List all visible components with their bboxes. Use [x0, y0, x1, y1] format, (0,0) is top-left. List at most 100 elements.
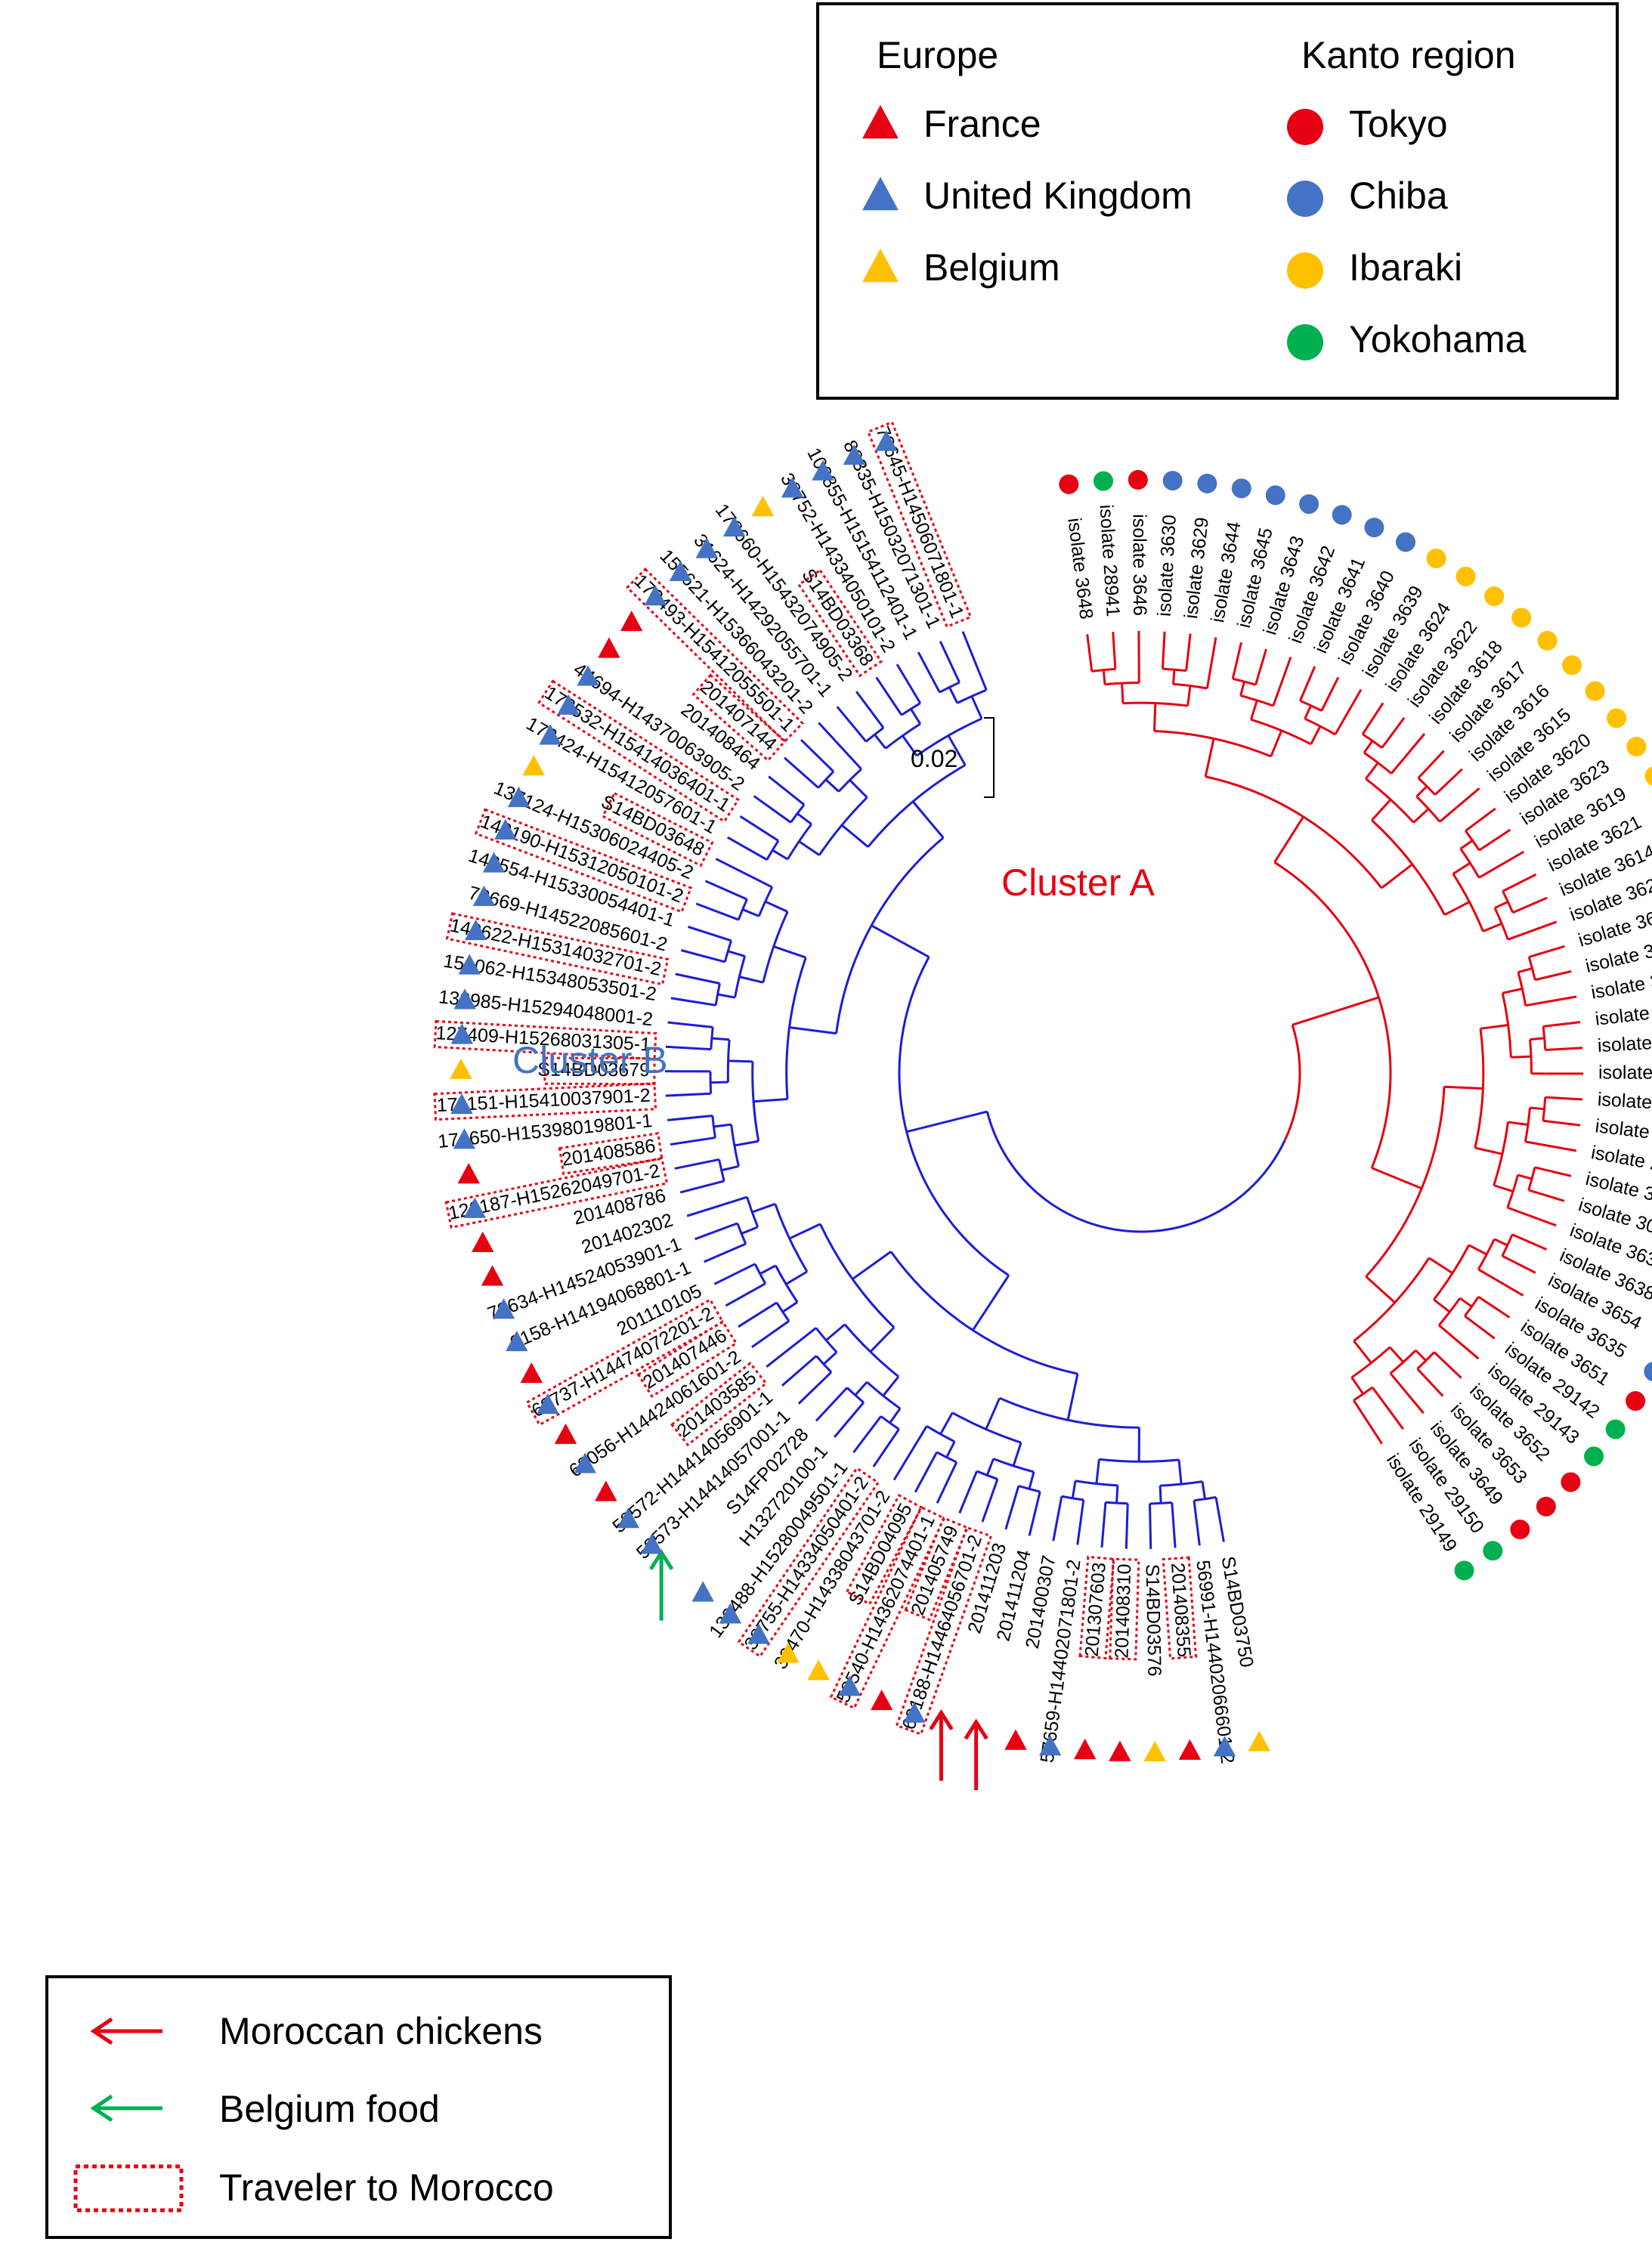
- triangle-marker: [1213, 1736, 1236, 1757]
- leaf-label: isolate 3636: [1597, 1089, 1652, 1116]
- circle-marker: [1426, 548, 1446, 568]
- triangle-marker: [522, 755, 545, 776]
- leaf-cluster_a-2: isolate 28941: [1093, 471, 1124, 617]
- traveler-box: [866, 420, 973, 629]
- triangle-marker: [463, 1197, 487, 1218]
- triangle-marker: [595, 1480, 617, 1501]
- legend-moroccan-chickens: Moroccan chickens: [219, 2010, 543, 2052]
- red-arrow-icon: [90, 2017, 162, 2046]
- triangle-marker: [751, 496, 775, 517]
- triangle-marker: [450, 1058, 472, 1079]
- circle-marker: [1299, 494, 1319, 515]
- circle-marker: [1093, 471, 1113, 491]
- circle-marker: [1059, 474, 1079, 494]
- leaf-label: isolate 30245: [1597, 1029, 1652, 1056]
- leaf-cluster_a-30: isolate 3632: [1598, 1062, 1652, 1084]
- circle-marker: [1605, 1419, 1626, 1439]
- leaf-cluster_a-4: isolate 3630: [1154, 471, 1183, 617]
- triangle-marker: [520, 1362, 543, 1384]
- circle-marker: [1626, 1391, 1646, 1412]
- circle-marker: [1537, 630, 1558, 651]
- circle-marker: [1364, 518, 1384, 538]
- traveler-box: [1078, 1555, 1115, 1660]
- circle-marker: [1456, 566, 1476, 586]
- circle-marker: [1585, 681, 1605, 701]
- leaf-cluster_a-31: isolate 3636: [1597, 1089, 1652, 1116]
- traveler-box: [433, 1082, 657, 1121]
- triangle-marker: [482, 852, 506, 873]
- triangle-marker: [472, 1231, 494, 1252]
- traveler-box: [797, 568, 883, 678]
- traveler-box: [537, 679, 740, 824]
- circle-marker: [1454, 1560, 1474, 1581]
- triangle-marker: [669, 560, 692, 582]
- triangle-marker: [838, 1675, 862, 1696]
- circle-marker: [1197, 473, 1217, 493]
- triangle-marker: [1143, 1740, 1166, 1762]
- circle-marker: [1584, 1446, 1604, 1467]
- legend-europe-title: Europe: [877, 34, 998, 76]
- circle-marker: [1510, 1520, 1530, 1540]
- legend-source: Moroccan chickens Belgium food Traveler …: [45, 1975, 672, 2239]
- circle-marker: [1644, 766, 1652, 786]
- traveler-box: [444, 1156, 669, 1229]
- cluster-b-branches: [664, 631, 1286, 1549]
- leaf-cluster_a-1: isolate 3648: [1059, 474, 1097, 620]
- legend-kanto-label: Chiba: [1349, 175, 1448, 217]
- triangle-marker: [875, 430, 898, 451]
- green-arrow-icon: [90, 2094, 162, 2123]
- traveler-box: [474, 808, 693, 914]
- legend-kanto-label: Yokohama: [1349, 318, 1527, 360]
- traveler-box: [445, 912, 670, 986]
- triangle-marker: [1073, 1738, 1097, 1760]
- triangle-marker: [903, 1702, 926, 1723]
- triangle-marker: [691, 1581, 714, 1602]
- leaf-cluster_b-5: 201408310: [1109, 1557, 1140, 1761]
- leaf-cluster_b-9: 201411204: [964, 1548, 1035, 1791]
- triangle-marker: [481, 1265, 504, 1286]
- traveler-box: [625, 567, 805, 744]
- cluster-a-branches: [1086, 631, 1584, 1445]
- traveler-box: [829, 1505, 946, 1710]
- legend-kanto-label: Tokyo: [1349, 103, 1448, 145]
- triangle-marker: [458, 954, 481, 975]
- triangle-marker: [807, 1659, 830, 1681]
- triangle-marker: [574, 1452, 596, 1473]
- circle-marker: [1287, 181, 1323, 217]
- circle-marker: [1536, 1496, 1556, 1517]
- legend-europe-label: United Kingdom: [923, 175, 1193, 217]
- traveler-box: [845, 1493, 923, 1606]
- legend-kanto-label: Ibaraki: [1349, 246, 1462, 289]
- triangle-marker: [472, 885, 496, 907]
- triangle-marker: [1109, 1740, 1131, 1761]
- circle-marker: [1287, 252, 1323, 289]
- triangle-marker: [843, 444, 866, 465]
- legend-belgium-food: Belgium food: [219, 2088, 440, 2130]
- triangle-marker: [719, 1603, 742, 1624]
- leaf-label: isolate 3629: [1180, 516, 1213, 620]
- traveler-box: [1109, 1557, 1140, 1661]
- leaf-label: isolate 3648: [1063, 517, 1097, 620]
- circle-marker: [1511, 608, 1532, 628]
- legend-kanto-title: Kanto region: [1301, 34, 1516, 76]
- leaf-cluster_b-4: S14BD03576: [1142, 1564, 1166, 1762]
- triangle-marker: [862, 249, 899, 283]
- triangle-marker: [620, 610, 643, 632]
- circle-marker: [1562, 655, 1582, 676]
- triangle-marker: [554, 1423, 577, 1444]
- triangle-marker: [871, 1689, 893, 1711]
- legend-traveler: Traveler to Morocco: [219, 2166, 554, 2209]
- cluster-b-title: Cluster B: [512, 1039, 668, 1081]
- triangle-marker: [747, 1623, 770, 1644]
- traveler-box: [543, 1056, 656, 1086]
- circle-marker: [1607, 708, 1627, 728]
- triangle-marker: [812, 459, 834, 481]
- circle-marker: [1332, 505, 1352, 525]
- triangle-marker: [862, 105, 899, 139]
- triangle-marker: [464, 919, 487, 941]
- leaf-label: isolate 3630: [1154, 514, 1180, 617]
- traveler-box: [670, 1361, 768, 1447]
